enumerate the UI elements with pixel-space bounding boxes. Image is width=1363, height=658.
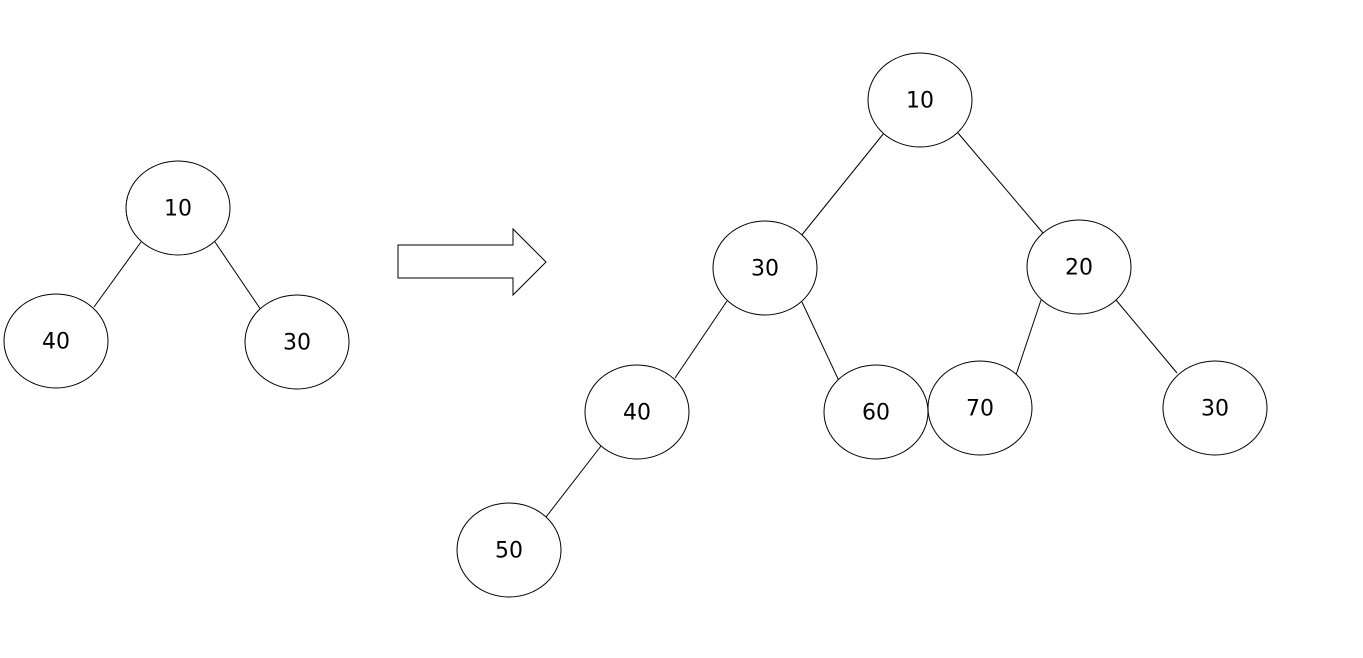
right-node-50: 50: [456, 502, 562, 598]
right-edge-30-60: [801, 301, 841, 384]
node-label: 10: [164, 197, 192, 222]
node-label: 30: [283, 331, 311, 356]
right-node-30-leaf: 30: [1162, 360, 1268, 456]
left-edge-10-30: [214, 241, 262, 311]
right-node-20: 20: [1026, 219, 1132, 315]
node-label: 30: [1201, 397, 1229, 422]
left-tree: 10 40 30: [3, 160, 350, 390]
right-node-10: 10: [867, 52, 973, 148]
right-tree: 10 30 20 40 60 70 30 50: [456, 52, 1268, 598]
node-label: 30: [751, 257, 779, 282]
right-edge-10-20: [957, 132, 1044, 234]
node-label: 60: [862, 401, 890, 426]
left-node-10: 10: [125, 160, 231, 256]
right-node-70: 70: [927, 360, 1033, 456]
right-node-30: 30: [712, 220, 818, 316]
right-edge-40-50: [545, 445, 602, 518]
node-label: 50: [495, 539, 523, 564]
node-label: 40: [623, 401, 651, 426]
node-label: 10: [906, 89, 934, 114]
right-edge-20-30: [1115, 299, 1178, 374]
left-node-40: 40: [3, 293, 109, 389]
right-arrow-icon: [397, 227, 547, 297]
right-edge-10-30: [800, 132, 885, 237]
node-label: 20: [1065, 256, 1093, 281]
node-label: 40: [42, 330, 70, 355]
right-edge-20-70: [1015, 299, 1042, 376]
left-node-30: 30: [244, 294, 350, 390]
right-node-60: 60: [823, 364, 929, 460]
left-edge-10-40: [93, 241, 142, 308]
right-node-40: 40: [584, 364, 690, 460]
right-edge-30-40: [674, 300, 728, 379]
node-label: 70: [966, 397, 994, 422]
